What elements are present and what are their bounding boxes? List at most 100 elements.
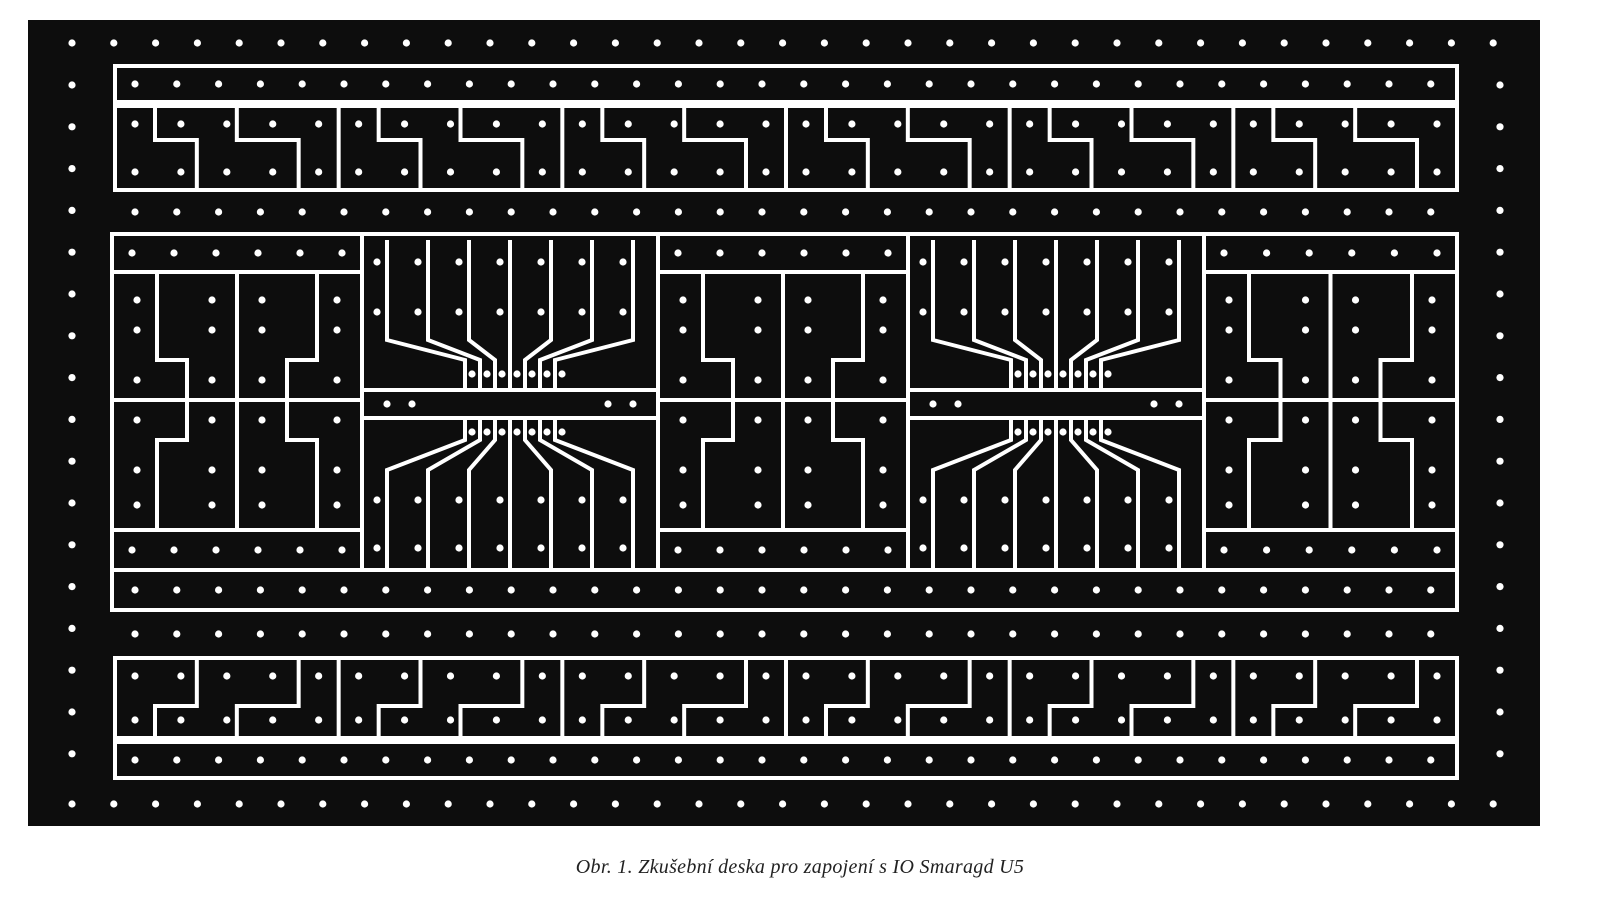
dip-hole: [1150, 400, 1158, 408]
pad-hole: [133, 501, 141, 509]
pad-hole: [754, 296, 762, 304]
panel-strip-hole: [1176, 586, 1184, 594]
border-hole: [110, 800, 118, 808]
pad-hole: [848, 120, 856, 128]
spacer-hole: [800, 208, 808, 216]
ic-pin-hole: [1044, 370, 1052, 378]
bus-hole: [883, 80, 892, 88]
pad-hole: [804, 416, 812, 424]
bus-hole: [1092, 756, 1100, 764]
bus-hole: [1218, 80, 1226, 88]
spacer-hole: [716, 208, 724, 216]
bus-hole: [1260, 756, 1268, 764]
pad-cut: [824, 658, 870, 738]
spacer-holes-lower: [131, 630, 1435, 638]
bus-hole: [1134, 80, 1142, 88]
pad-hole: [986, 168, 994, 176]
pad-hole: [400, 120, 409, 128]
panel-strip-hole: [883, 586, 892, 594]
main-panel: [110, 232, 1459, 612]
border-hole: [570, 39, 578, 47]
spacer-hole: [842, 208, 850, 216]
pad-hole: [355, 716, 363, 724]
dip-hole: [960, 496, 968, 504]
ic-pin-hole: [1059, 428, 1067, 436]
pad-hole: [538, 716, 546, 724]
pad-hole: [940, 120, 948, 128]
pad-hole: [1433, 672, 1441, 680]
dip-hole: [414, 496, 422, 504]
bus-hole: [424, 80, 432, 88]
pad-hole: [223, 716, 231, 724]
pad-hole: [716, 120, 724, 128]
border-hole: [1406, 39, 1414, 47]
bus-hole: [215, 80, 223, 88]
pad-hole: [355, 168, 363, 176]
spacer-hole: [465, 630, 473, 638]
bus-hole: [382, 80, 390, 88]
dip-hole: [537, 544, 545, 552]
pad-hole: [624, 672, 632, 680]
dip-hole: [383, 400, 391, 408]
pad-hole: [258, 296, 266, 304]
dip-trace: [1099, 418, 1181, 570]
ic-pin-hole: [528, 428, 536, 436]
pad-cut: [1047, 106, 1094, 190]
pad-hole: [492, 716, 501, 724]
dip-hole: [919, 544, 927, 552]
dip-hole: [1124, 544, 1132, 552]
pad-hole: [333, 466, 341, 474]
top-bus-strip: [113, 64, 1459, 104]
pad-hole: [131, 168, 139, 176]
pad-hole: [1026, 716, 1034, 724]
pad-hole: [355, 120, 363, 128]
pad-hole: [754, 466, 762, 474]
pad-hole: [400, 716, 409, 724]
dip-trace: [426, 418, 482, 570]
pad-hole: [758, 249, 766, 257]
panel-strip-hole: [800, 586, 808, 594]
pad-hole: [716, 249, 724, 257]
pad-hole: [670, 716, 678, 724]
panel-strip-hole: [173, 586, 181, 594]
pad-hole: [177, 120, 185, 128]
panel-strip-hole: [1051, 586, 1059, 594]
bus-hole: [925, 80, 933, 88]
dip-hole: [1175, 400, 1183, 408]
pad-hole: [333, 501, 341, 509]
pad-hole: [800, 546, 808, 554]
pad-hole: [754, 326, 762, 334]
border-hole: [1496, 81, 1504, 89]
pad-hole: [333, 376, 341, 384]
dip-hole: [919, 258, 927, 266]
bus-hole: [758, 756, 766, 764]
spacer-hole: [1427, 208, 1435, 216]
dip-hole: [537, 496, 545, 504]
border-hole: [193, 39, 201, 47]
pad-hole: [1301, 296, 1310, 304]
pad-cut: [376, 658, 423, 738]
spacer-hole: [633, 630, 641, 638]
panel-strip-hole: [1009, 586, 1017, 594]
dip-hole: [373, 308, 381, 316]
bus-hole: [1427, 756, 1435, 764]
pad-hole: [762, 672, 770, 680]
pad-hole: [1026, 672, 1034, 680]
dip-trace: [931, 240, 1013, 390]
spacer-holes-upper: [131, 208, 1435, 216]
pad-hole: [254, 249, 262, 257]
border-hole: [1238, 800, 1246, 808]
border-hole: [779, 39, 787, 47]
bottom-pad-holes: [131, 672, 1441, 724]
ic-pin-hole: [468, 428, 476, 436]
pad-hole: [1163, 716, 1172, 724]
bus-hole: [842, 756, 850, 764]
spacer-hole: [925, 630, 933, 638]
dip-hole: [929, 400, 937, 408]
pad-hole: [754, 416, 762, 424]
pad-hole: [1387, 716, 1395, 724]
border-hole: [277, 39, 285, 47]
pad-hole: [804, 296, 812, 304]
ic-pin-hole: [468, 370, 476, 378]
